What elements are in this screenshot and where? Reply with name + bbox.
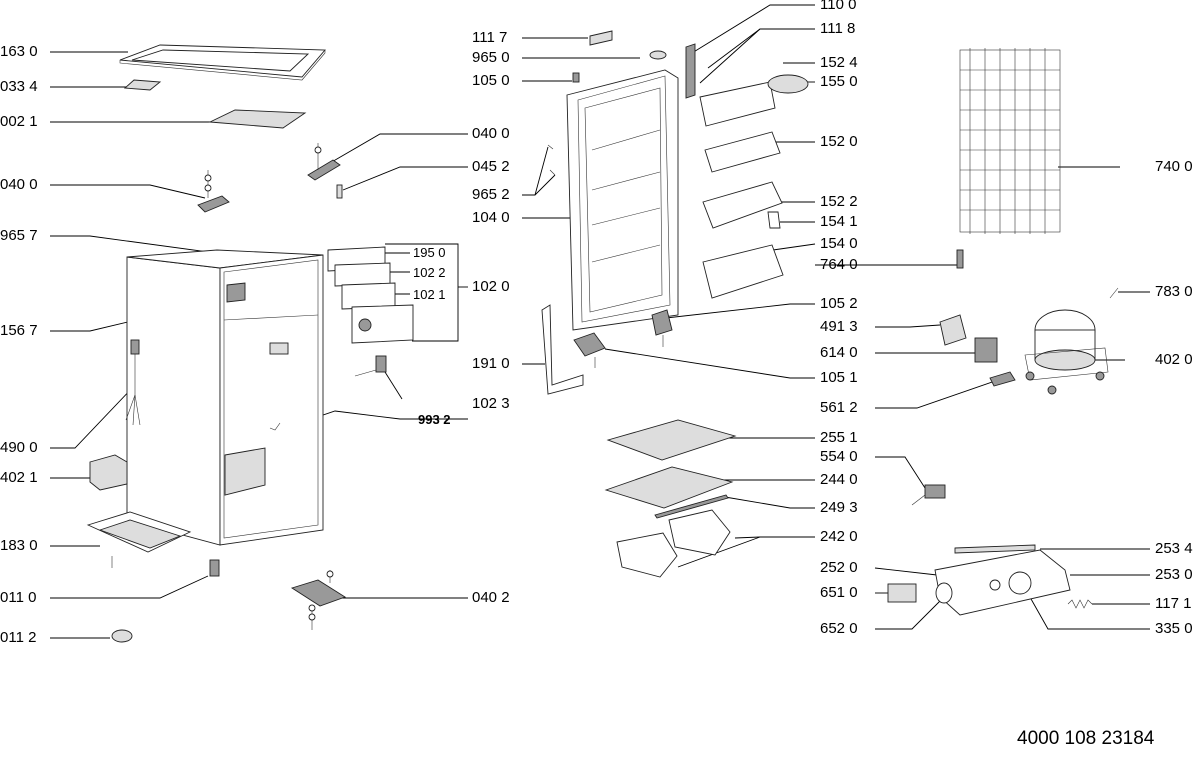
label-011-0: 011 0	[0, 589, 37, 606]
label-242-0: 242 0	[820, 528, 858, 545]
label-163-0: 163 0	[0, 43, 38, 60]
label-011-2: 011 2	[0, 629, 37, 646]
foot-cap	[111, 629, 133, 643]
label-195-0: 195 0	[413, 245, 446, 260]
door-shelves	[699, 74, 809, 299]
label-155-0: 155 0	[820, 73, 858, 90]
label-154-0: 154 0	[820, 235, 858, 252]
clip	[989, 371, 1016, 387]
cable	[125, 339, 141, 426]
label-183-0: 183 0	[0, 537, 38, 554]
label-253-0: 253 0	[1155, 566, 1193, 583]
label-152-0: 152 0	[820, 133, 858, 150]
label-402-1: 402 1	[0, 469, 38, 486]
label-002-1: 002 1	[0, 113, 38, 130]
crisper-drawers	[616, 509, 731, 578]
label-993-2: 993 2	[418, 412, 451, 427]
label-491-3: 491 3	[820, 318, 858, 335]
glass-shelf-upper	[606, 419, 737, 461]
document-number: 4000 108 23184	[1017, 728, 1155, 749]
label-105-1: 105 1	[820, 369, 858, 386]
glass-shelf-lower	[604, 466, 734, 509]
cabinet-top-frame	[119, 44, 326, 81]
condenser	[956, 48, 1061, 269]
control-housing	[934, 544, 1071, 616]
label-040-0-mid: 040 0	[472, 125, 510, 142]
label-102-2: 102 2	[413, 265, 446, 280]
foot-screw	[209, 559, 220, 577]
label-652-0: 652 0	[820, 620, 858, 637]
label-154-1: 154 1	[820, 213, 858, 230]
label-102-3: 102 3	[472, 395, 510, 412]
label-253-4: 253 4	[1155, 540, 1193, 557]
label-490-0: 490 0	[0, 439, 38, 456]
label-105-0: 105 0	[472, 72, 510, 89]
door-screws	[547, 144, 556, 176]
label-040-0-left: 040 0	[0, 176, 38, 193]
label-965-7: 965 7	[0, 227, 38, 244]
label-965-2: 965 2	[472, 186, 510, 203]
door-seal	[541, 304, 584, 395]
label-110-0: 110 0	[820, 0, 857, 13]
label-783-0: 783 0	[1155, 283, 1193, 300]
lamp-holder	[887, 582, 953, 604]
door-hinge-parts	[573, 309, 673, 368]
lamp-sensor	[911, 484, 946, 506]
label-102-0: 102 0	[472, 278, 510, 295]
base-cover	[89, 454, 128, 491]
label-152-2: 152 2	[820, 193, 858, 210]
label-335-0: 335 0	[1155, 620, 1193, 637]
label-561-2: 561 2	[820, 399, 858, 416]
label-740-0: 740 0	[1155, 158, 1193, 175]
drier	[1109, 287, 1119, 299]
label-255-1: 255 1	[820, 429, 858, 446]
top-plate	[208, 109, 307, 129]
small-pad	[123, 79, 162, 91]
label-033-4: 033 4	[0, 78, 38, 95]
label-111-8: 111 8	[820, 20, 856, 37]
bottom-hinge	[290, 570, 347, 630]
label-104-0: 104 0	[472, 209, 510, 226]
label-764-0: 764 0	[820, 256, 858, 273]
label-614-0: 614 0	[820, 344, 858, 361]
spring	[1067, 599, 1093, 609]
relay-cover	[939, 314, 967, 346]
label-191-0: 191 0	[472, 355, 510, 372]
relay	[974, 337, 998, 363]
label-249-3: 249 3	[820, 499, 858, 516]
label-102-1: 102 1	[413, 287, 446, 302]
label-965-0: 965 0	[472, 49, 510, 66]
label-111-7: 111 7	[472, 29, 508, 46]
label-117-1: 117 1	[1155, 595, 1192, 612]
label-402-0: 402 0	[1155, 351, 1193, 368]
hinge-left	[197, 170, 230, 213]
evaporator-plates	[327, 246, 414, 344]
compressor	[1024, 309, 1109, 395]
label-252-0: 252 0	[820, 559, 858, 576]
label-105-2: 105 2	[820, 295, 858, 312]
label-156-7: 156 7	[0, 322, 38, 339]
cabinet-body	[126, 249, 324, 546]
door-top-parts	[572, 30, 696, 99]
hinge-mid	[307, 143, 343, 199]
label-651-0: 651 0	[820, 584, 858, 601]
base-plate	[86, 511, 192, 568]
label-244-0: 244 0	[820, 471, 858, 488]
shelf-trim	[654, 494, 729, 519]
label-152-4: 152 4	[820, 54, 858, 71]
door	[566, 69, 679, 331]
label-040-2: 040 2	[472, 589, 510, 606]
label-554-0: 554 0	[820, 448, 858, 465]
label-045-2: 045 2	[472, 158, 510, 175]
thermostat-sensor	[354, 355, 387, 377]
